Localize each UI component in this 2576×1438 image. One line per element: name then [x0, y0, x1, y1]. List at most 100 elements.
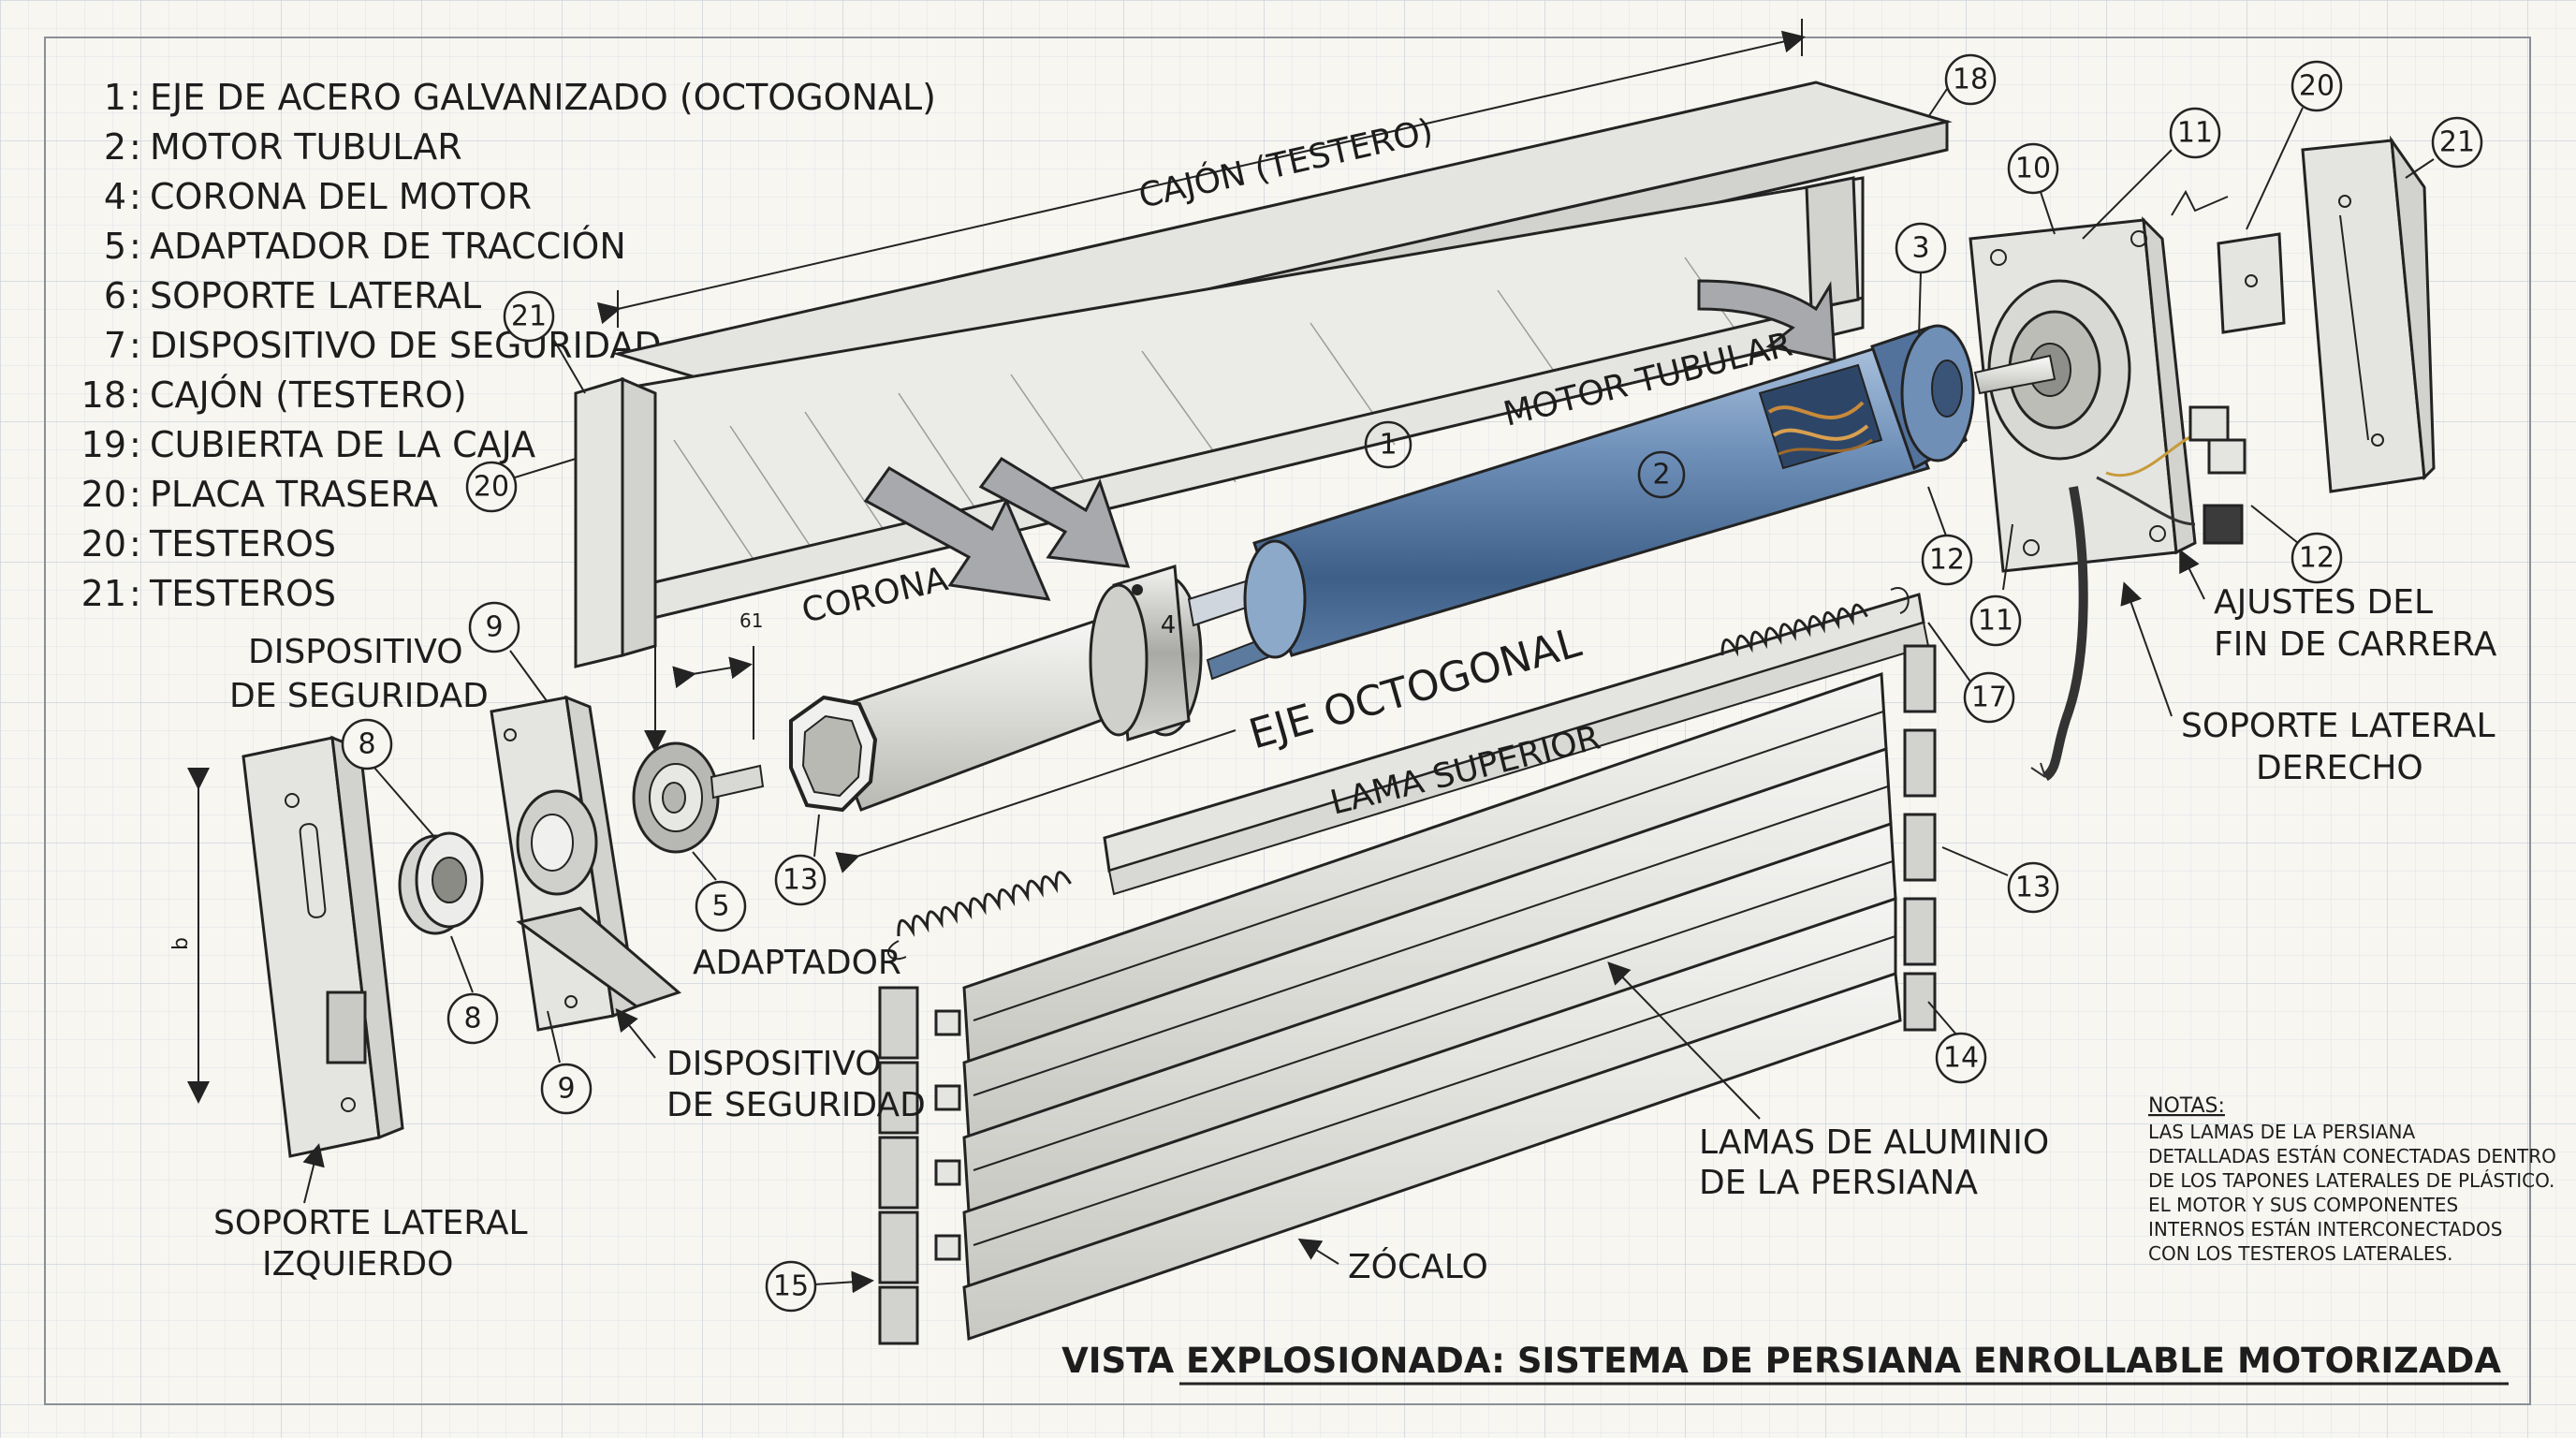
callout-9-top: 9 [468, 601, 549, 703]
svg-text:12: 12 [1929, 544, 1965, 577]
callouts: 18 21 20 3 10 11 20 21 1 2 12 11 12 9 8 … [341, 53, 2483, 1313]
callout-20-left: 20 [465, 458, 577, 513]
legend-num-8: 20 [81, 474, 126, 515]
svg-text:21: 21 [2439, 126, 2475, 159]
notes: NOTAS: LAS LAMAS DE LA PERSIANA DETALLAD… [2148, 1094, 2556, 1265]
notes-line-0: LAS LAMAS DE LA PERSIANA [2148, 1121, 2415, 1143]
callout-14: 14 [1927, 1001, 1987, 1084]
adaptador-traccion: 61 [632, 609, 765, 854]
callout-9-bottom: 9 [540, 1010, 593, 1115]
legend-num-3: 5 [104, 226, 126, 267]
callout-11-bottom: 11 [1969, 523, 2022, 647]
svg-text:1: 1 [1379, 429, 1397, 462]
svg-text::: : [129, 474, 141, 515]
svg-text:18: 18 [1953, 64, 1988, 96]
svg-text::: : [129, 176, 141, 217]
svg-text::: : [129, 424, 141, 465]
callout-10: 10 [2007, 142, 2059, 235]
svg-text:21: 21 [511, 301, 547, 333]
callout-8-bottom: 8 [446, 935, 499, 1045]
label-adaptador: ADAPTADOR [693, 944, 901, 982]
assembly-arrows [863, 279, 1837, 601]
svg-text:20: 20 [474, 471, 509, 504]
label-ajustes-2: FIN DE CARRERA [2214, 625, 2497, 664]
callout-12-right: 12 [2250, 505, 2343, 584]
dim-b: b [169, 937, 193, 950]
callout-3: 3 [1895, 222, 1947, 338]
callout-12-mid: 12 [1921, 486, 1973, 586]
rodamiento [398, 831, 484, 935]
callout-17: 17 [1927, 622, 2015, 724]
corona-ring [1089, 565, 1203, 741]
label-soporte-der-1: SOPORTE LATERAL [2181, 707, 2496, 745]
title-block: VISTA EXPLOSIONADA: SISTEMA DE PERSIANA … [1061, 1341, 2509, 1386]
svg-text:13: 13 [783, 864, 818, 897]
soporte-lateral-izquierdo: b [169, 735, 404, 1158]
ajustes-fin-de-carrera [2188, 405, 2247, 545]
svg-text::: : [129, 523, 141, 565]
callout-15: 15 [765, 1260, 874, 1313]
label-dispositivo-1: DISPOSITIVO [248, 633, 463, 671]
svg-text:4: 4 [1161, 611, 1177, 639]
callout-11-top: 11 [2082, 107, 2221, 240]
label-soporte-izq-2: IZQUIERDO [262, 1245, 453, 1284]
notes-line-4: INTERNOS ESTÁN INTERCONECTADOS [2148, 1218, 2502, 1240]
label-soporte-izq-1: SOPORTE LATERAL [213, 1204, 528, 1242]
legend-num-6: 18 [81, 374, 126, 416]
motor-tubular [1187, 324, 1975, 681]
svg-text::: : [129, 573, 141, 614]
svg-text::: : [129, 275, 141, 316]
svg-text::: : [129, 77, 141, 118]
placa-trasera [2171, 189, 2286, 334]
soporte-lateral-9 [490, 695, 681, 1032]
page-title: VISTA EXPLOSIONADA: SISTEMA DE PERSIANA … [1061, 1341, 2501, 1381]
legend-text-3: ADAPTADOR DE TRACCIÓN [150, 226, 626, 267]
lama-superior [887, 587, 1930, 961]
svg-text:9: 9 [485, 611, 503, 644]
svg-text:20: 20 [2299, 70, 2334, 103]
callout-8-top: 8 [341, 718, 436, 839]
svg-text::: : [129, 325, 141, 366]
svg-text::: : [129, 226, 141, 267]
legend-text-5: DISPOSITIVO DE SEGURIDAD [150, 325, 662, 366]
legend-text-7: CUBIERTA DE LA CAJA [150, 424, 535, 465]
callout-21-right: 21 [2405, 116, 2483, 179]
svg-text:3: 3 [1911, 232, 1929, 265]
tapones-laterales-izquierdos [878, 986, 961, 1345]
callout-18: 18 [1927, 53, 1997, 118]
legend-num-10: 21 [81, 573, 126, 614]
svg-text:11: 11 [1978, 605, 2013, 638]
legend-text-10: TESTEROS [149, 573, 336, 614]
notes-line-3: EL MOTOR Y SUS COMPONENTES [2148, 1194, 2458, 1216]
legend-text-4: SOPORTE LATERAL [150, 275, 481, 316]
dim-61: 61 [739, 609, 763, 632]
tapones-laterales-derechos [1903, 644, 1937, 1032]
notes-line-5: CON LOS TESTEROS LATERALES. [2148, 1242, 2453, 1265]
label-zocalo: ZÓCALO [1348, 1247, 1488, 1286]
legend-num-5: 7 [104, 325, 126, 366]
label-dispositivo-2: DE SEGURIDAD [229, 677, 489, 715]
legend-num-2: 4 [104, 176, 126, 217]
legend-text-1: MOTOR TUBULAR [150, 126, 462, 168]
soporte-lateral-derecho [1969, 215, 2197, 573]
notes-line-1: DETALLADAS ESTÁN CONECTADAS DENTRO [2148, 1145, 2556, 1167]
label-soporte-der-2: DERECHO [2256, 749, 2423, 787]
legend-text-9: TESTEROS [149, 523, 336, 565]
eje-octogonal [789, 602, 1177, 813]
callout-5: 5 [692, 851, 747, 932]
legend-num-4: 6 [104, 275, 126, 316]
svg-text:17: 17 [1971, 682, 2007, 714]
callout-13-right: 13 [1941, 846, 2059, 914]
notes-line-2: DE LOS TAPONES LATERALES DE PLÁSTICO. [2148, 1169, 2554, 1192]
legend-num-9: 20 [81, 523, 126, 565]
svg-text:10: 10 [2015, 153, 2051, 185]
svg-text::: : [129, 374, 141, 416]
legend: 1 : EJE DE ACERO GALVANIZADO (OCTOGONAL)… [81, 77, 936, 614]
callout-13-left: 13 [774, 814, 827, 906]
legend-text-2: CORONA DEL MOTOR [150, 176, 532, 217]
lamas-aluminio [962, 671, 1902, 1342]
svg-text:8: 8 [358, 728, 375, 761]
callout-1: 1 [1364, 420, 1412, 469]
legend-num-0: 1 [104, 77, 126, 118]
legend-text-8: PLACA TRASERA [150, 474, 438, 515]
